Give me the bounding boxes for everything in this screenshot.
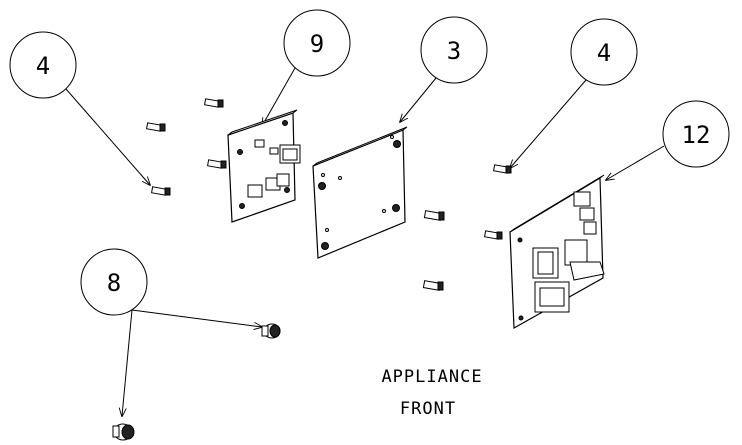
callout-3: 3 — [400, 16, 488, 122]
caption-line-1: APPLIANCE — [381, 367, 482, 387]
callout-9: 9 — [262, 9, 351, 126]
callout-8: 8 — [80, 248, 262, 416]
callout-8-label: 8 — [107, 269, 121, 297]
push-button-upper — [261, 323, 281, 339]
callout-4-left: 4 — [9, 31, 150, 185]
standoff-left-2 — [204, 98, 224, 108]
callout-12: 12 — [606, 100, 730, 180]
callout-3-label: 3 — [447, 37, 461, 65]
caption-line-2: FRONT — [400, 399, 456, 419]
standoff-right-2 — [423, 210, 445, 221]
callout-4-right-label: 4 — [597, 39, 611, 67]
appliance-front-board — [509, 174, 605, 330]
callout-4-left-label: 4 — [36, 52, 50, 80]
standoff-right-1 — [493, 164, 512, 174]
callout-4-right: 4 — [510, 18, 638, 168]
standoff-right-4 — [422, 280, 444, 291]
control-board — [227, 109, 301, 223]
standoff-left-3 — [207, 159, 227, 169]
mounting-plate — [312, 126, 408, 259]
push-button-lower — [112, 423, 135, 441]
callout-9-label: 9 — [310, 30, 324, 58]
standoff-right-3 — [484, 230, 503, 240]
standoff-left-4 — [151, 186, 171, 196]
standoff-left-1 — [146, 122, 166, 132]
callout-12-label: 12 — [682, 121, 711, 149]
